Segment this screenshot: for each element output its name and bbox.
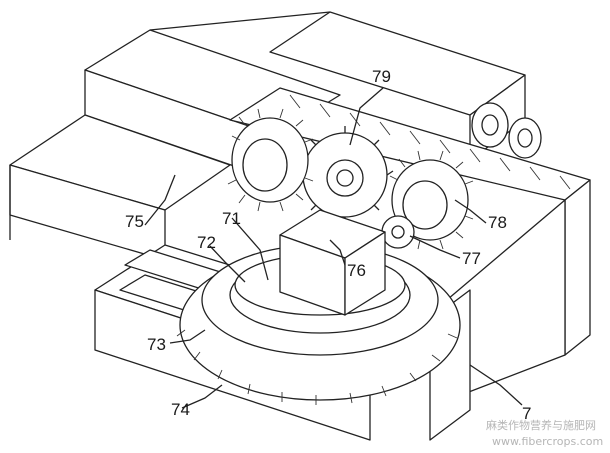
- end-pulley-pair: [471, 102, 542, 159]
- leader-79: [349, 87, 384, 146]
- label-79: 79: [372, 67, 391, 86]
- label-73: 73: [147, 335, 166, 354]
- watermark-url: www.fibercrops.com: [492, 435, 604, 448]
- spur-gear-79: [296, 126, 394, 224]
- label-77: 77: [462, 249, 481, 268]
- watermark-cn: 麻类作物营养与施肥网: [486, 419, 596, 432]
- label-72: 72: [197, 233, 216, 252]
- leader-77: [409, 235, 461, 259]
- label-76: 76: [347, 261, 366, 280]
- leader-71: [231, 217, 269, 281]
- slider-plate-75: [9, 11, 341, 261]
- leader-75: [144, 174, 176, 226]
- leader-72: [209, 245, 246, 283]
- leader-76: [329, 239, 346, 266]
- leader-7: [469, 364, 523, 406]
- label-75: 75: [125, 212, 144, 231]
- leader-74: [181, 384, 223, 409]
- leader-73: [169, 329, 206, 344]
- leader-78: [454, 199, 487, 224]
- label-71: 71: [222, 209, 241, 228]
- leader-lines: [144, 87, 523, 409]
- label-78: 78: [488, 213, 507, 232]
- pinion-gear-77: [381, 215, 415, 249]
- bevel-gear-left: [227, 108, 314, 212]
- label-7: 7: [522, 404, 532, 423]
- label-74: 74: [171, 400, 190, 419]
- cube-block-76: [279, 209, 386, 316]
